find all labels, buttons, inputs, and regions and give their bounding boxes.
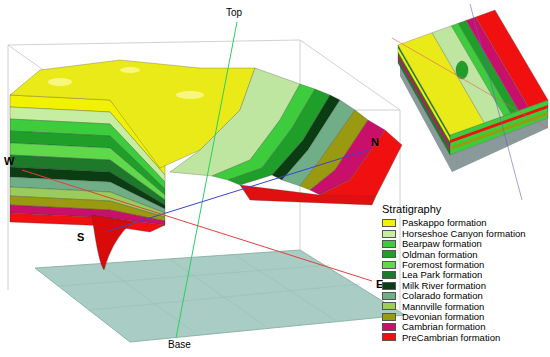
legend-text: Mannville formation	[402, 302, 484, 312]
axis-label: Top	[226, 8, 242, 18]
legend-swatch	[382, 271, 396, 279]
legend-swatch	[382, 250, 396, 258]
legend-entry: Bearpaw formation	[382, 239, 526, 249]
bounding-box	[8, 40, 400, 315]
legend-text: PreCambrian formation	[402, 333, 500, 343]
legend-swatch	[382, 261, 396, 269]
legend-entry: Mannville formation	[382, 301, 526, 311]
legend: StratigraphyPaskappo formationHorseshoe …	[382, 203, 526, 343]
legend-entry: Colarado formation	[382, 291, 526, 301]
legend-swatch	[382, 313, 396, 321]
legend-entry: Milk River formation	[382, 280, 526, 290]
legend-text: Devonian formation	[402, 312, 484, 322]
legend-text: Milk River formation	[402, 281, 486, 291]
legend-swatch	[382, 333, 396, 341]
legend-text: Foremost formation	[402, 260, 484, 270]
legend-swatch	[382, 302, 396, 310]
legend-swatch	[382, 292, 396, 300]
legend-swatch	[382, 282, 396, 290]
legend-text: Oldman formation	[402, 250, 478, 260]
legend-entry: Cambrian formation	[382, 322, 526, 332]
legend-text: Horseshoe Canyon formation	[402, 229, 526, 239]
compass-label: N	[371, 137, 379, 148]
legend-entry: Oldman formation	[382, 249, 526, 259]
legend-swatch	[382, 230, 396, 238]
legend-entry: Horseshoe Canyon formation	[382, 228, 526, 238]
north-axis	[105, 150, 368, 232]
base-plane	[35, 250, 405, 342]
legend-text: Cambrian formation	[402, 322, 485, 332]
compass-label: S	[77, 232, 84, 243]
legend-swatch	[382, 240, 396, 248]
east-axis	[22, 170, 372, 281]
legend-entry: Devonian formation	[382, 312, 526, 322]
inset-model	[392, 4, 548, 200]
legend-title: Stratigraphy	[382, 203, 526, 215]
legend-entry: PreCambrian formation	[382, 332, 526, 342]
legend-swatch	[382, 323, 396, 331]
legend-entry: Foremost formation	[382, 260, 526, 270]
legend-text: Bearpaw formation	[402, 239, 482, 249]
axis-label: Base	[168, 340, 191, 350]
vertical-axis	[176, 22, 237, 338]
legend-text: Lea Park formation	[402, 270, 482, 280]
legend-swatch	[382, 219, 396, 227]
legend-text: Paskappo formation	[402, 218, 487, 228]
legend-entry: Lea Park formation	[382, 270, 526, 280]
compass-label: W	[4, 156, 14, 167]
legend-text: Colarado formation	[402, 291, 483, 301]
legend-entry: Paskappo formation	[382, 218, 526, 228]
